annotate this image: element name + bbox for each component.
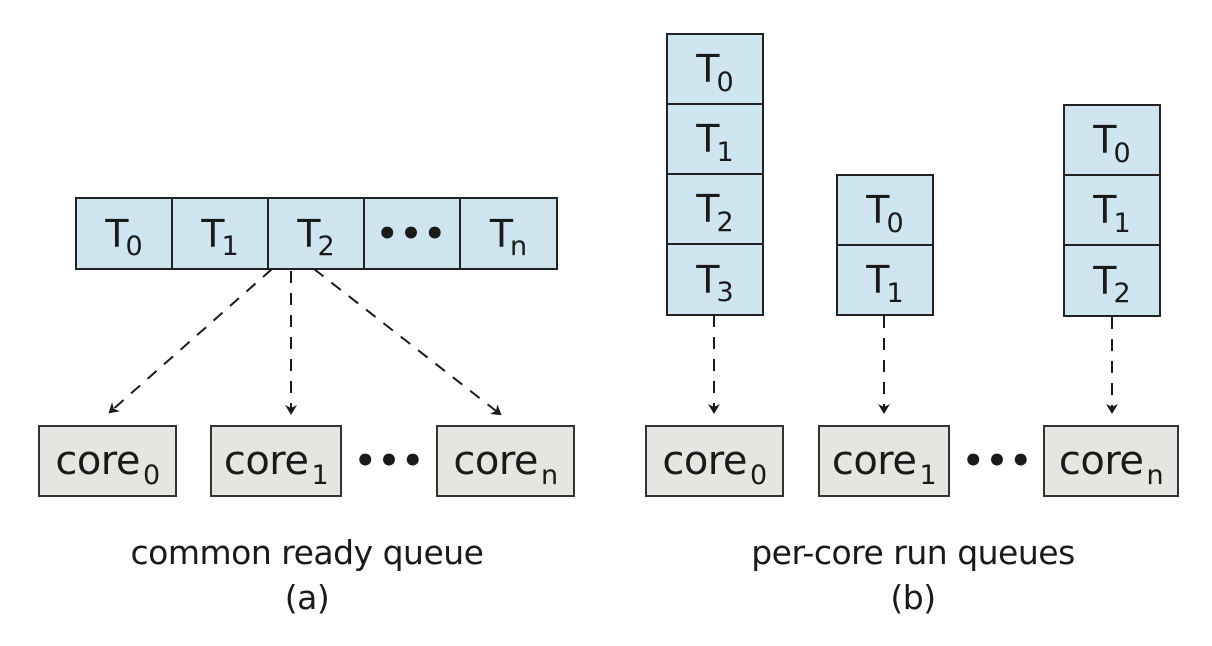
task-name: T <box>201 211 225 256</box>
label-a: (a) <box>284 578 330 617</box>
arrow-t2-to-core0 <box>108 268 273 414</box>
arrow-t2-to-coren <box>313 268 502 416</box>
core-subscript: 1 <box>311 459 329 491</box>
core-subscript: n <box>541 459 558 491</box>
task-name: T <box>105 211 129 256</box>
ellipsis: ••• <box>376 213 448 254</box>
caption-a: common ready queue <box>130 533 484 572</box>
task-subscript: 0 <box>125 231 143 262</box>
task-name: T <box>489 211 514 256</box>
core-name: core <box>55 438 140 484</box>
task-subscript: 2 <box>317 231 335 262</box>
task-cell-ellipsis: ••• <box>363 197 461 270</box>
core-ellipsis: ••• <box>962 441 1034 481</box>
core-name: core <box>453 438 538 484</box>
core-ellipsis: ••• <box>354 441 426 481</box>
task-subscript: n <box>510 231 528 262</box>
task-name: T <box>297 211 321 256</box>
core-name: core <box>223 438 309 484</box>
task-subscript: 1 <box>221 231 239 262</box>
core-subscript: 0 <box>142 459 160 491</box>
label-b: (b) <box>890 578 936 617</box>
caption-b: per-core run queues <box>751 533 1075 572</box>
